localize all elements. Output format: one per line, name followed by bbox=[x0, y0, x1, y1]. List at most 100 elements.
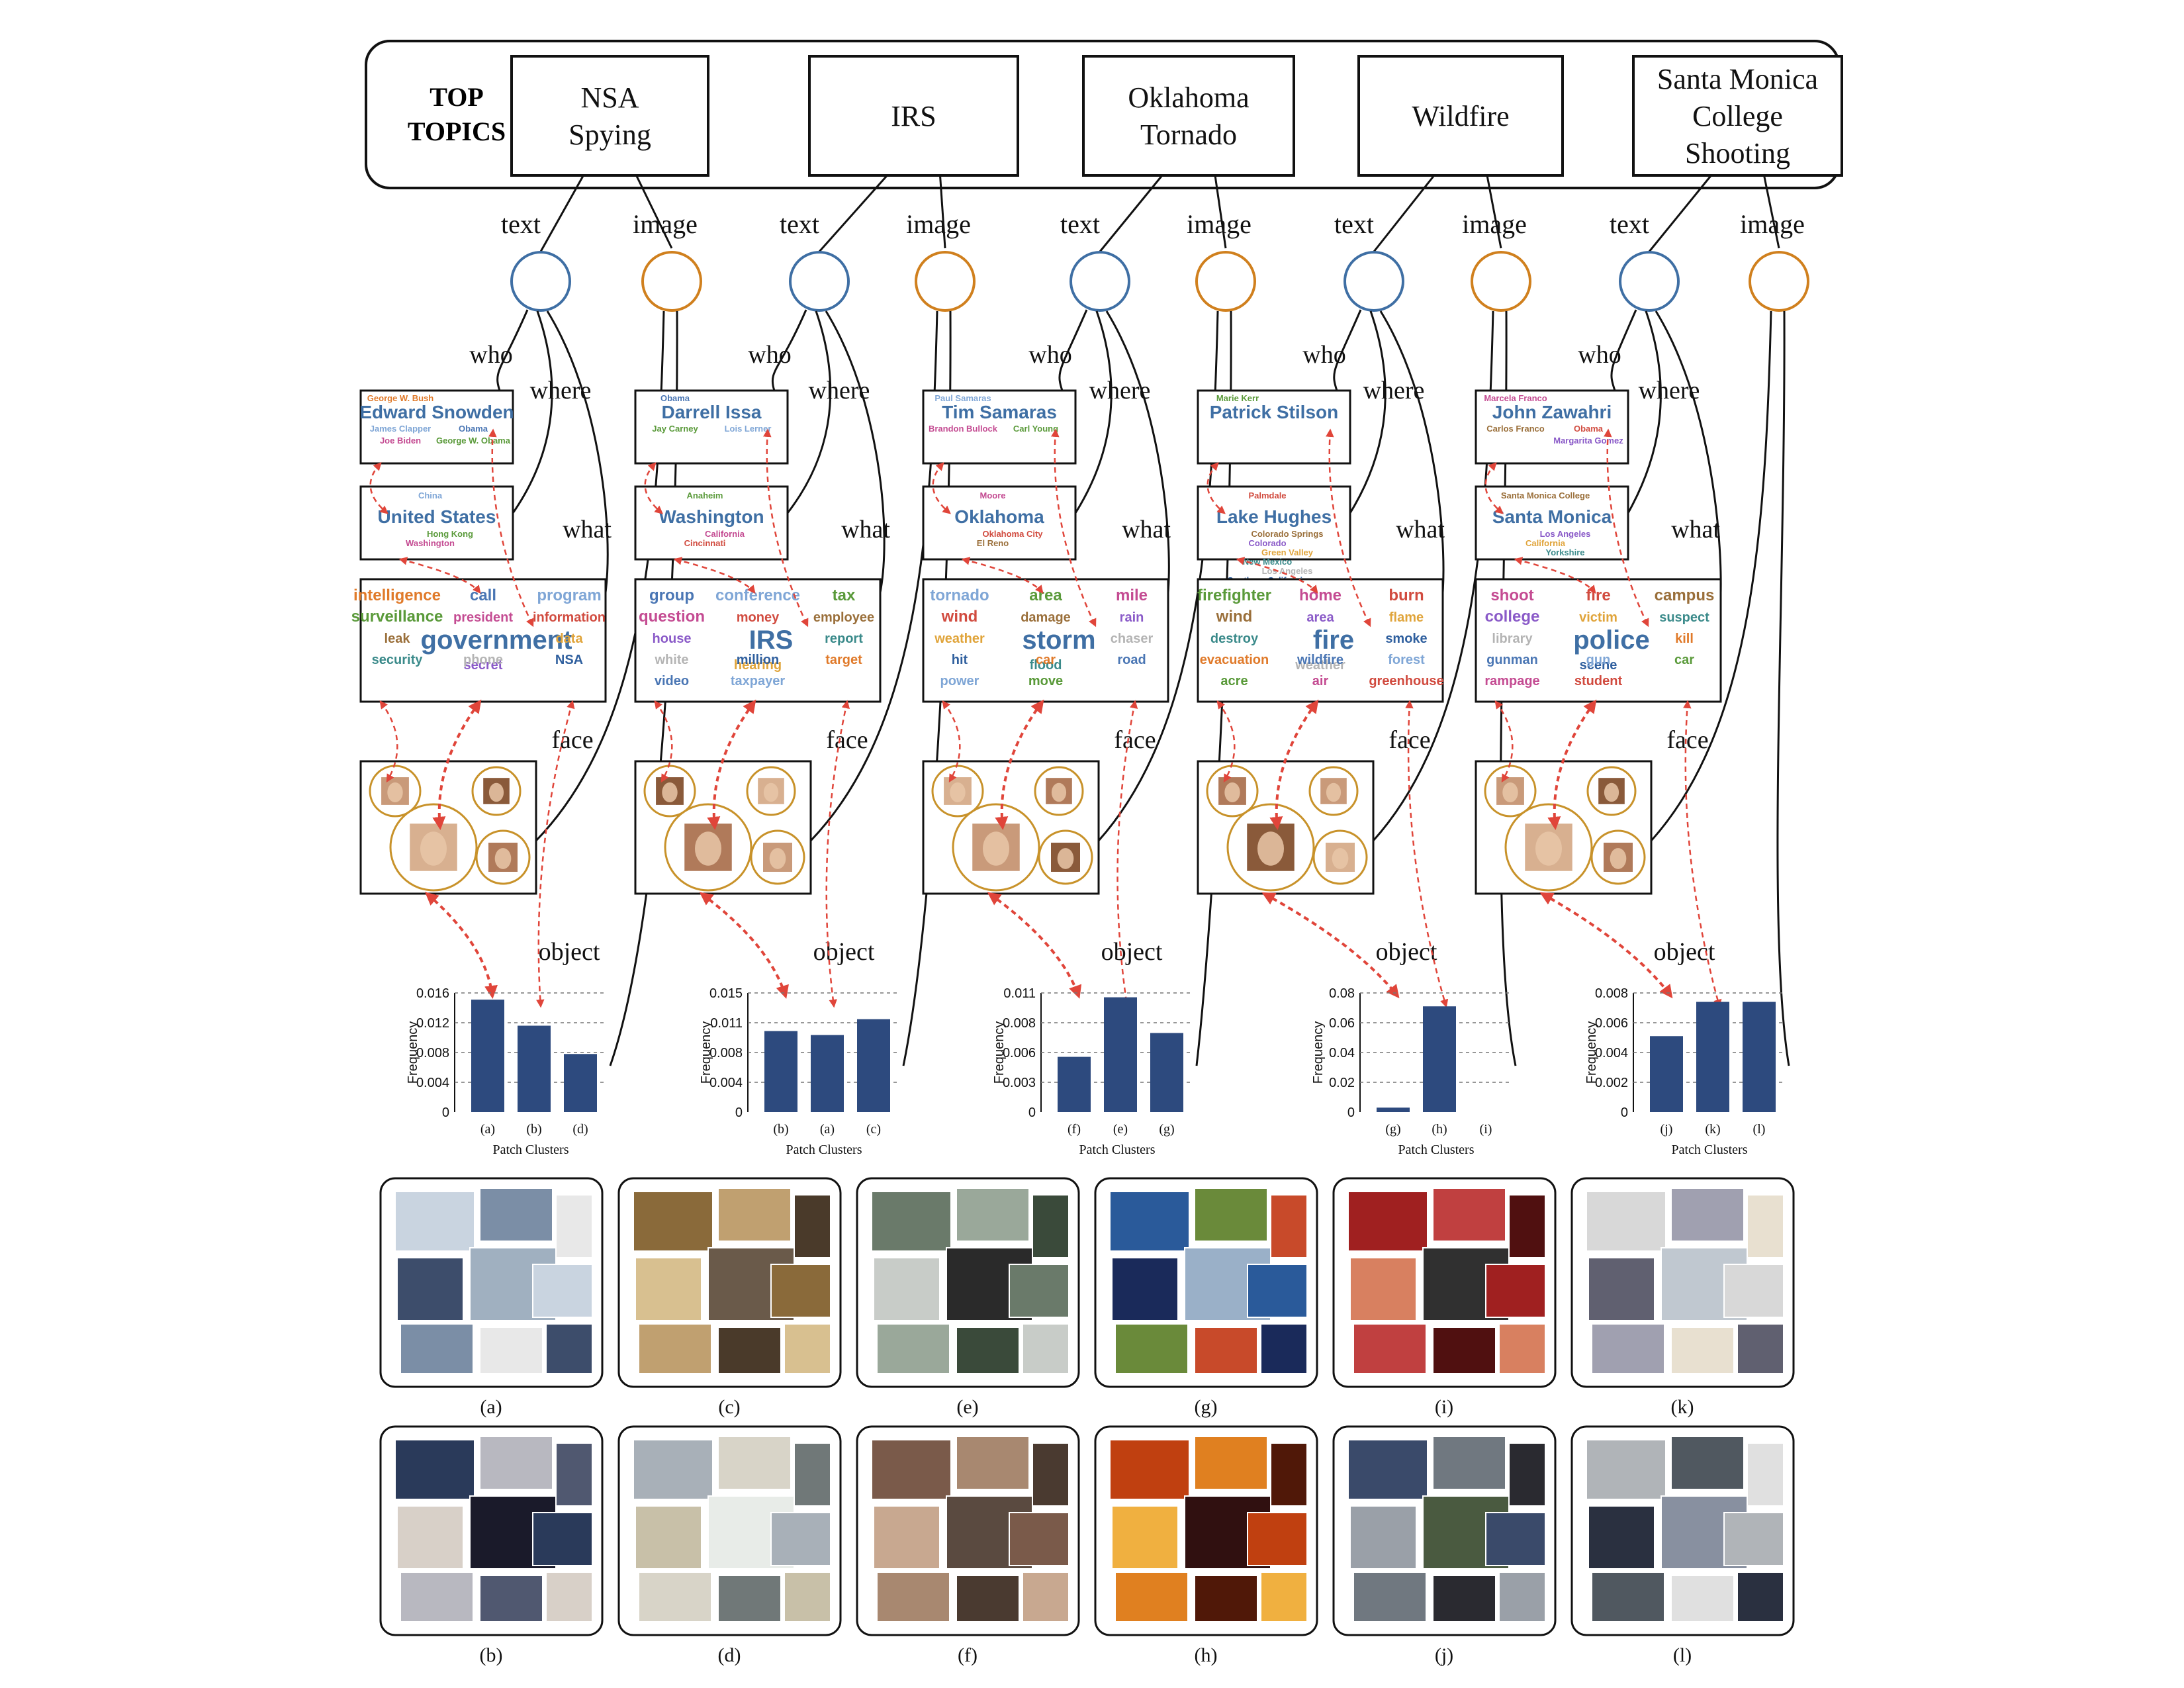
x-tick-label: (b) bbox=[773, 1122, 788, 1137]
association-link bbox=[995, 699, 1044, 830]
what-term: weather bbox=[934, 632, 985, 646]
y-tick-label: 0.016 bbox=[416, 986, 449, 1001]
edge-who bbox=[496, 309, 529, 391]
face-cluster-circle bbox=[931, 765, 984, 818]
what-term: leak bbox=[385, 632, 411, 646]
patch-image bbox=[876, 1323, 950, 1374]
association-link bbox=[673, 557, 756, 594]
where-main: Oklahoma bbox=[954, 506, 1044, 527]
what-term: damage bbox=[1021, 610, 1071, 625]
who-box bbox=[634, 389, 789, 465]
association-link bbox=[369, 462, 388, 514]
patch-image bbox=[555, 1442, 593, 1507]
edge-where bbox=[1627, 310, 1662, 514]
x-axis-label: Patch Clusters bbox=[493, 1143, 569, 1157]
what-term: flood bbox=[1030, 658, 1062, 673]
patch-image bbox=[1009, 1512, 1069, 1566]
top-topics-label-2: TOPICS bbox=[408, 117, 506, 146]
patch-image bbox=[956, 1327, 1020, 1374]
what-term: information bbox=[533, 610, 606, 625]
patch-image bbox=[956, 1188, 1030, 1242]
who-term: Obama bbox=[660, 393, 690, 403]
what-term: greenhouse bbox=[1369, 674, 1443, 688]
where-main: Washington bbox=[659, 506, 764, 527]
edge-label-image: image bbox=[1462, 209, 1527, 239]
patch-cluster-e: (e) bbox=[856, 1177, 1080, 1418]
what-main: police bbox=[1573, 626, 1650, 655]
what-term: suspect bbox=[1659, 610, 1709, 625]
patch-cluster-d: (d) bbox=[617, 1425, 842, 1666]
patch-image bbox=[1498, 1571, 1546, 1622]
what-term: employee bbox=[813, 610, 874, 625]
patch-image bbox=[717, 1327, 782, 1374]
y-tick-label: 0.08 bbox=[1329, 986, 1355, 1001]
what-term: group bbox=[649, 586, 694, 604]
patch-cluster-label: (i) bbox=[1435, 1396, 1453, 1418]
edge-where bbox=[786, 310, 832, 514]
y-tick-label: 0.011 bbox=[710, 1016, 743, 1031]
topic-box bbox=[1632, 55, 1843, 177]
edge-text bbox=[1648, 175, 1712, 252]
y-tick-label: 0.008 bbox=[709, 1046, 743, 1060]
patch-image bbox=[1349, 1505, 1417, 1570]
face-shape bbox=[982, 831, 1010, 866]
face-shape bbox=[387, 782, 403, 803]
patch-image bbox=[876, 1571, 950, 1622]
edge-label-what: what bbox=[563, 516, 612, 543]
face-cluster-circle bbox=[750, 829, 805, 885]
patch-image bbox=[1591, 1571, 1665, 1622]
what-main: IRS bbox=[749, 626, 794, 655]
y-axis-label: Frequency bbox=[699, 1021, 713, 1084]
edge-label-text: text bbox=[780, 209, 819, 239]
edge-text bbox=[539, 175, 584, 252]
what-term: victim bbox=[1579, 610, 1617, 625]
face-cluster-circle bbox=[369, 765, 422, 818]
patch-image bbox=[1508, 1194, 1546, 1258]
patch-cluster-label: (a) bbox=[480, 1396, 502, 1418]
association-link bbox=[942, 700, 961, 783]
where-term: Green Valley bbox=[1261, 547, 1314, 557]
what-term: area bbox=[1029, 586, 1062, 604]
patch-cluster-j: (j) bbox=[1332, 1425, 1557, 1666]
where-term: California bbox=[1525, 538, 1566, 548]
what-box bbox=[359, 578, 607, 703]
patch-image bbox=[400, 1571, 474, 1622]
patch-image bbox=[1247, 1512, 1308, 1566]
patch-image bbox=[1588, 1257, 1655, 1321]
image-node bbox=[641, 251, 702, 312]
bar bbox=[1104, 997, 1137, 1112]
patch-image bbox=[770, 1264, 831, 1318]
edge-label-face: face bbox=[1114, 726, 1156, 754]
y-tick-label: 0.04 bbox=[1329, 1046, 1355, 1060]
x-tick-label: (i) bbox=[1480, 1122, 1492, 1137]
what-term: taxpayer bbox=[731, 674, 785, 688]
edge-image bbox=[1763, 175, 1780, 249]
who-term: Obama bbox=[1574, 424, 1604, 434]
where-term: Hong Kong bbox=[427, 529, 473, 539]
what-term: fire bbox=[1586, 586, 1610, 604]
y-tick-label: 0 bbox=[1621, 1105, 1628, 1120]
association-link bbox=[1269, 699, 1319, 830]
edge-label-object: object bbox=[539, 938, 600, 966]
edge-who bbox=[771, 309, 807, 391]
bar-chart: 0.0080.0060.0040.0020Frequency(j)(k)(l)P… bbox=[1584, 986, 1786, 1157]
edge-label-image: image bbox=[1740, 209, 1805, 239]
patch-cluster-label: (k) bbox=[1671, 1396, 1694, 1418]
patch-image bbox=[396, 1257, 464, 1321]
face-shape bbox=[1535, 831, 1563, 866]
patch-image bbox=[1260, 1323, 1308, 1374]
top-topics-label-1: TOP bbox=[430, 82, 484, 112]
x-tick-label: (c) bbox=[866, 1122, 881, 1137]
face-cluster-circle bbox=[1038, 829, 1093, 885]
what-term: rain bbox=[1120, 610, 1144, 625]
patch-image bbox=[1022, 1571, 1069, 1622]
patch-image bbox=[1432, 1436, 1506, 1490]
x-tick-label: (g) bbox=[1385, 1122, 1400, 1137]
patch-image bbox=[633, 1191, 713, 1252]
edge-label-text: text bbox=[1060, 209, 1100, 239]
face-cluster-circle bbox=[475, 829, 531, 885]
what-term: rampage bbox=[1484, 674, 1539, 688]
face-shape bbox=[1257, 831, 1285, 866]
